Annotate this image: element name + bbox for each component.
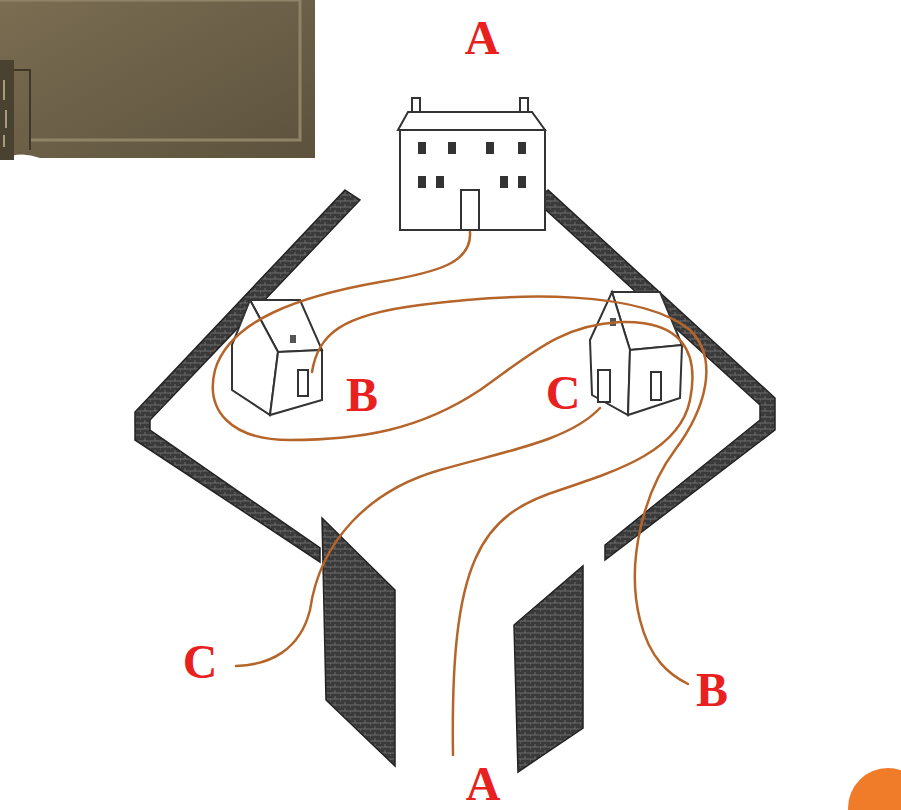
slide-dot xyxy=(848,768,901,810)
path-line xyxy=(213,232,706,755)
point-label: B xyxy=(346,371,378,419)
point-label: C xyxy=(546,369,581,417)
book-photo xyxy=(0,0,315,160)
point-label: C xyxy=(183,638,218,686)
point-label: A xyxy=(465,14,500,62)
point-label: A xyxy=(466,760,501,808)
point-label: B xyxy=(696,666,728,714)
house xyxy=(590,292,682,415)
house xyxy=(398,98,545,230)
house xyxy=(232,300,322,415)
enclosure-wall xyxy=(135,190,775,562)
